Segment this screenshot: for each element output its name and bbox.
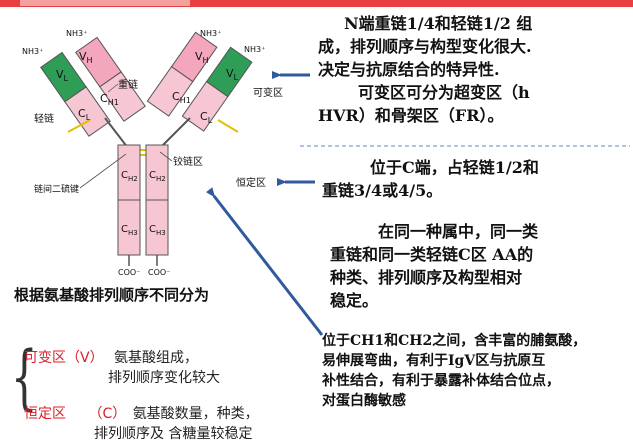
p4-line4: 对蛋白酶敏感	[322, 393, 406, 409]
p1-line2: 成，排列顺序与构型变化很大.	[318, 37, 532, 56]
constant-class-desc2: 排列顺序及 含糖量较稳定	[94, 426, 253, 442]
hinge-region-description: 位于CH1和CH2之间，含丰富的脯氨酸， 易伸展弯曲，有利于IgV区与抗原互 补…	[322, 331, 628, 411]
hinge-right	[159, 117, 191, 149]
p1-line4: 可变区可分为超变区（h	[358, 83, 530, 102]
coo-label-right: COO⁻	[148, 268, 170, 277]
ch1-domain-left	[99, 71, 146, 122]
right-heavy-chain	[146, 31, 218, 117]
light-chain-label: 轻链	[34, 112, 54, 125]
left-light-chain	[40, 51, 111, 137]
cl-domain-left	[64, 86, 111, 137]
nh3-label-left: NH3⁺	[22, 47, 43, 56]
constant-region-position: 位于C端，占轻链1/2和 重链3/4或4/5。	[322, 156, 628, 202]
hinge-region-label: 铰链区	[173, 155, 203, 168]
cl-label-left: CL	[78, 107, 91, 122]
p3-line4: 稳定。	[330, 291, 379, 310]
light-heavy-disulfide-left	[67, 119, 91, 133]
left-brace: {	[10, 336, 38, 418]
top-accent-highlight	[20, 0, 190, 6]
variable-class-desc2: 排列顺序变化较大	[108, 370, 220, 386]
constant-class-desc1: 氨基酸数量，种类，	[132, 406, 259, 422]
p4-line3: 补性结合，有利于暴露补体结合位点，	[322, 373, 560, 389]
nh3-label-right: NH3⁺	[244, 45, 265, 54]
p3-line1: 在同一种属中，同一类	[378, 222, 539, 241]
vl-label-right: VL	[226, 67, 239, 82]
constant-class-code: （C）	[88, 406, 127, 422]
p4-line1: 位于CH1和CH2之间，含丰富的脯氨酸，	[322, 333, 587, 349]
p2-line2: 重链3/4或4/5。	[322, 181, 443, 200]
heavy-chain-label: 重链	[118, 78, 138, 91]
vh-label-right: VH	[195, 50, 209, 65]
variable-class-desc1: 氨基酸组成，	[114, 350, 199, 366]
p3-line3: 种类、排列顺序及构型相对	[330, 268, 523, 287]
heavy-chain-leader	[107, 83, 119, 93]
constant-class-term: 恒定区	[24, 406, 66, 422]
right-light-chain	[181, 46, 253, 132]
hinge-region-leader	[159, 151, 173, 162]
p2-line1: 位于C端，占轻链1/2和	[370, 158, 539, 177]
p1-line1: N端重链1/4和轻链1/2 组	[344, 14, 533, 33]
p4-line2: 易伸展弯曲，有利于IgV区与抗原互	[322, 353, 546, 369]
p1-line3: 决定与抗原结合的特异性.	[318, 60, 500, 79]
ch1-label-right: CH1	[172, 90, 191, 105]
ch2-label-left: CH2	[121, 170, 138, 183]
coo-label-left: COO⁻	[118, 268, 140, 277]
disulfide-leader	[79, 153, 127, 189]
top-accent-bar	[0, 0, 633, 7]
nh3-label-center-left: NH3⁺	[66, 29, 87, 38]
vh-label-left: VH	[79, 50, 93, 65]
nh3-label-center-right: NH3⁺	[200, 29, 221, 38]
variable-class-term: 可变区（V）	[24, 350, 104, 366]
variable-region-description: N端重链1/4和轻链1/2 组 成，排列顺序与构型变化很大. 决定与抗原结合的特…	[318, 12, 628, 127]
constant-region-label: 恒定区	[236, 176, 266, 189]
cl-label-right: CL	[200, 110, 213, 125]
variable-region-label: 可变区	[253, 86, 283, 99]
cl-domain-right	[181, 81, 229, 132]
p1-line5: HVR）和骨架区（FR）。	[318, 106, 504, 125]
constant-class-row: 恒定区 （C） 氨基酸数量，种类，	[24, 403, 259, 423]
light-heavy-disulfide-right	[217, 119, 239, 133]
arrow-hinge-region	[205, 187, 324, 336]
vl-label-left: VL	[56, 68, 69, 83]
classification-heading: 根据氨基酸排列顺序不同分为	[14, 286, 210, 304]
ch1-label-left: CH1	[100, 92, 119, 107]
ch3-label-left: CH3	[121, 224, 138, 237]
ch1-domain-right	[146, 66, 194, 117]
hinge-left	[104, 117, 129, 149]
ch2-label-right: CH2	[149, 170, 166, 183]
ch3-label-right: CH3	[149, 224, 166, 237]
constant-region-stability: 在同一种属中，同一类 重链和同一类轻链C区 AA的 种类、排列顺序及构型相对 稳…	[330, 220, 628, 312]
disulfide-label: 链间二硫键	[34, 183, 79, 195]
left-heavy-chain	[75, 36, 146, 122]
p3-line2: 重链和同一类轻链C区 AA的	[330, 245, 534, 264]
variable-class-row: 可变区（V） 氨基酸组成，	[24, 347, 198, 367]
